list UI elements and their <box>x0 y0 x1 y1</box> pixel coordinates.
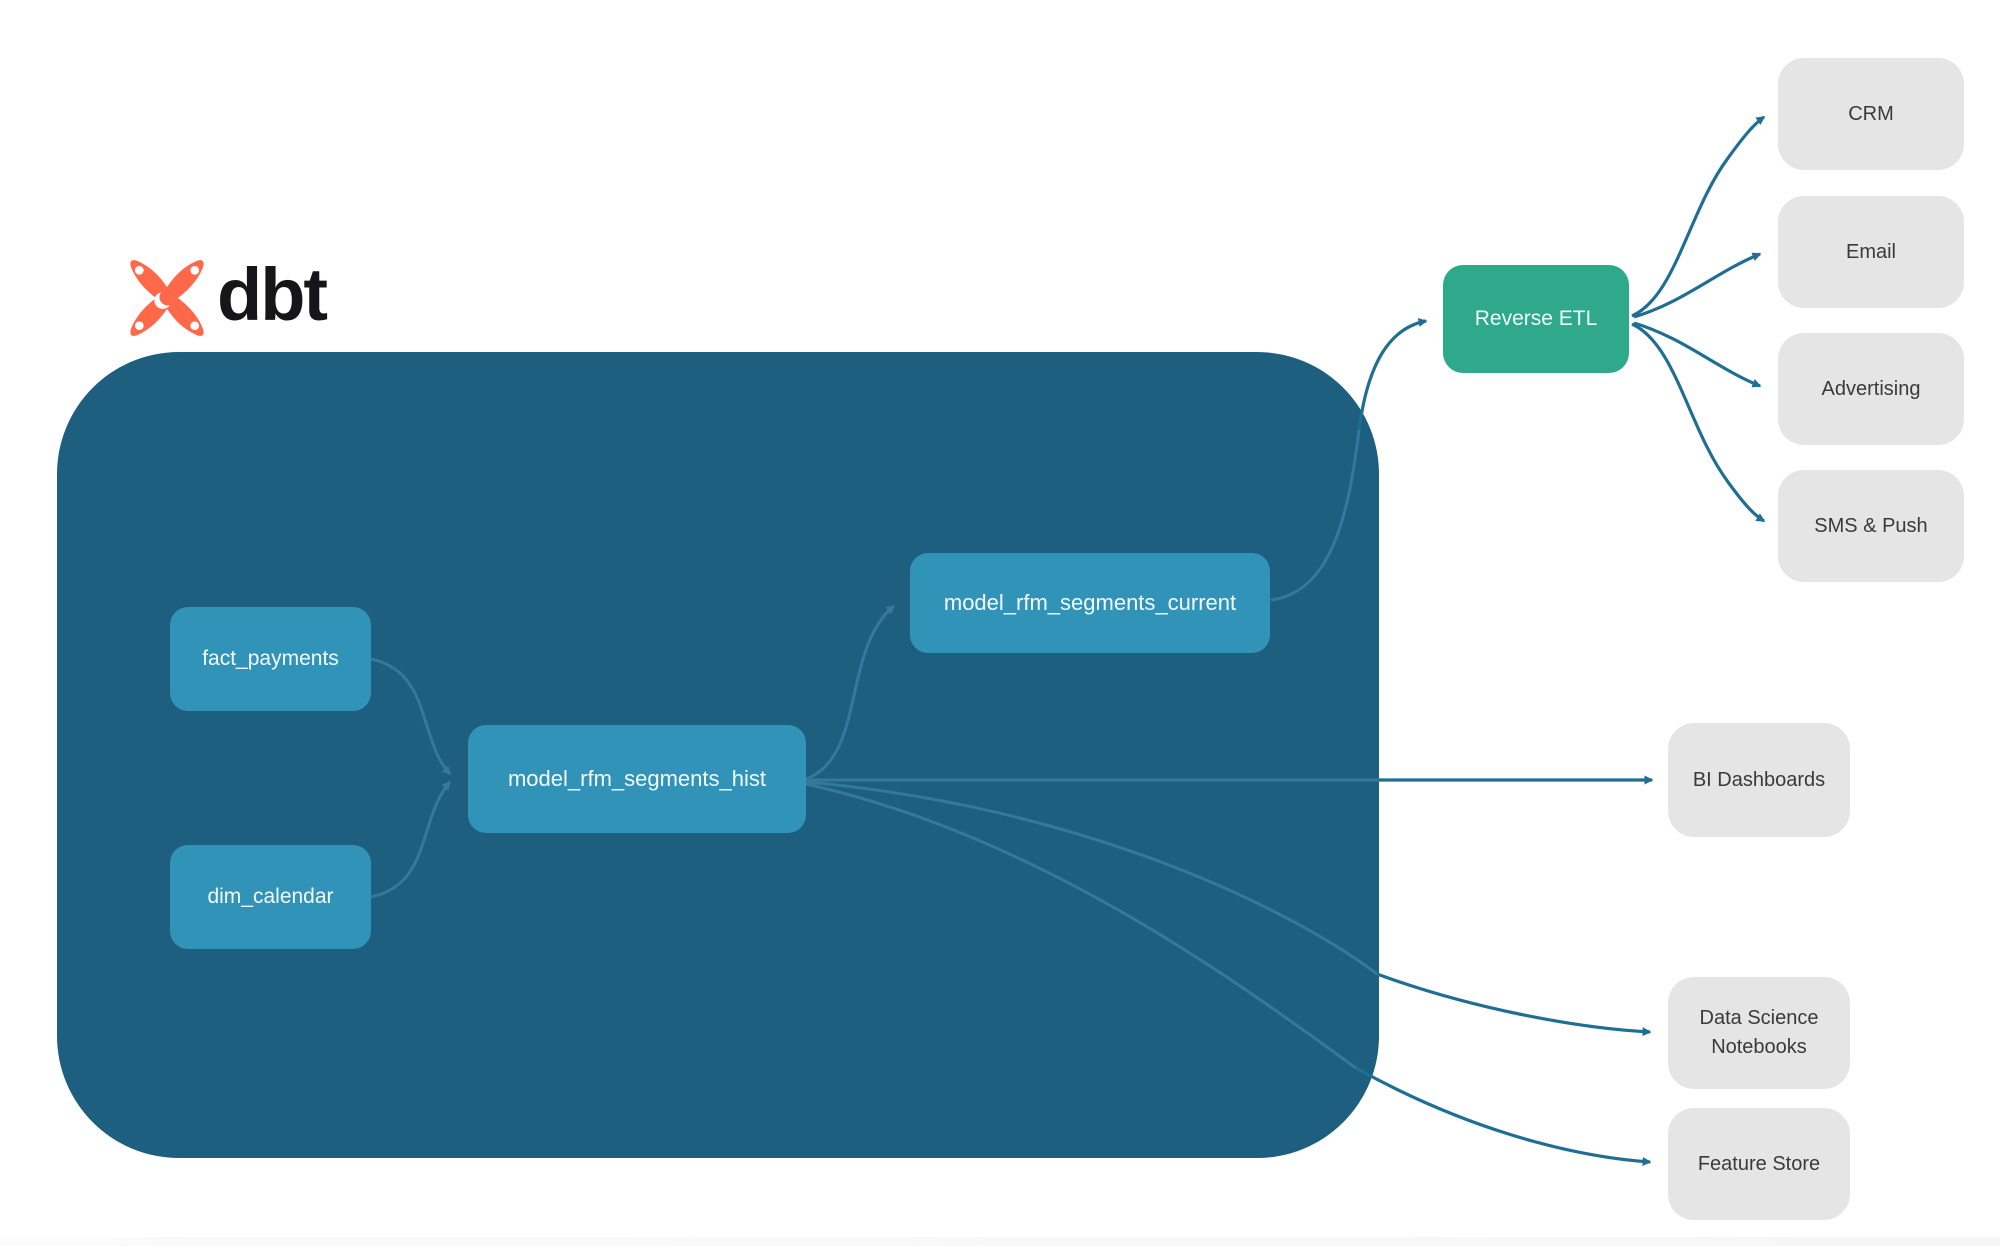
node-label: model_rfm_segments_current <box>943 590 1237 615</box>
node-label: Feature Store <box>1697 1152 1821 1175</box>
edge-hist-to-data-science-inner <box>805 780 1378 976</box>
node-label: Data Science Notebooks <box>1699 1007 1819 1058</box>
node-feature-store: Feature Store <box>1668 1108 1850 1220</box>
node-data-science-notebooks: Data Science Notebooks <box>1668 977 1850 1089</box>
node-advertising: Advertising <box>1778 333 1964 445</box>
node-reverse-etl: Reverse ETL <box>1443 265 1629 373</box>
edge-reverse-etl-to-advertising <box>1633 321 1762 388</box>
dbt-logo-icon <box>130 260 204 336</box>
edge-hist-to-current <box>805 604 896 781</box>
edge-current-to-reverse-etl <box>1357 318 1428 431</box>
node-label: Advertising <box>1821 377 1921 400</box>
edge-hist-to-feature-store-inner <box>805 782 1357 1070</box>
node-label: CRM <box>1848 102 1894 125</box>
node-label: Email <box>1845 240 1896 263</box>
edge-dim-calendar-to-hist <box>370 780 452 899</box>
edge-hist-to-feature-store <box>1355 1066 1652 1166</box>
node-bi-dashboards: BI Dashboards <box>1668 723 1850 837</box>
node-model-rfm-segments-current: model_rfm_segments_current <box>910 553 1270 653</box>
edge-reverse-etl-to-email <box>1633 252 1762 319</box>
node-dim-calendar: dim_calendar <box>170 845 371 949</box>
edge-reverse-etl-to-sms-push <box>1631 322 1766 523</box>
node-email: Email <box>1778 196 1964 308</box>
edge-reverse-etl-to-crm <box>1631 115 1766 318</box>
node-label: model_rfm_segments_hist <box>507 766 766 791</box>
node-label: SMS & Push <box>1814 514 1928 537</box>
node-label: Reverse ETL <box>1474 307 1598 330</box>
node-label: fact_payments <box>202 647 339 670</box>
node-crm: CRM <box>1778 58 1964 170</box>
node-sms-push: SMS & Push <box>1778 470 1964 582</box>
dbt-logo-wordmark: dbt <box>217 253 328 336</box>
dbt-logo: dbt <box>125 253 328 340</box>
edge-hist-to-data-science <box>1376 972 1652 1037</box>
edge-current-to-reverse-etl-inner <box>1270 429 1361 602</box>
node-fact-payments: fact_payments <box>170 607 371 711</box>
node-label: dim_calendar <box>207 885 334 908</box>
node-model-rfm-segments-hist: model_rfm_segments_hist <box>468 725 806 833</box>
node-label: BI Dashboards <box>1692 768 1826 791</box>
edge-fact-payments-to-hist <box>370 657 452 776</box>
bottom-page-edge <box>0 1237 2000 1246</box>
